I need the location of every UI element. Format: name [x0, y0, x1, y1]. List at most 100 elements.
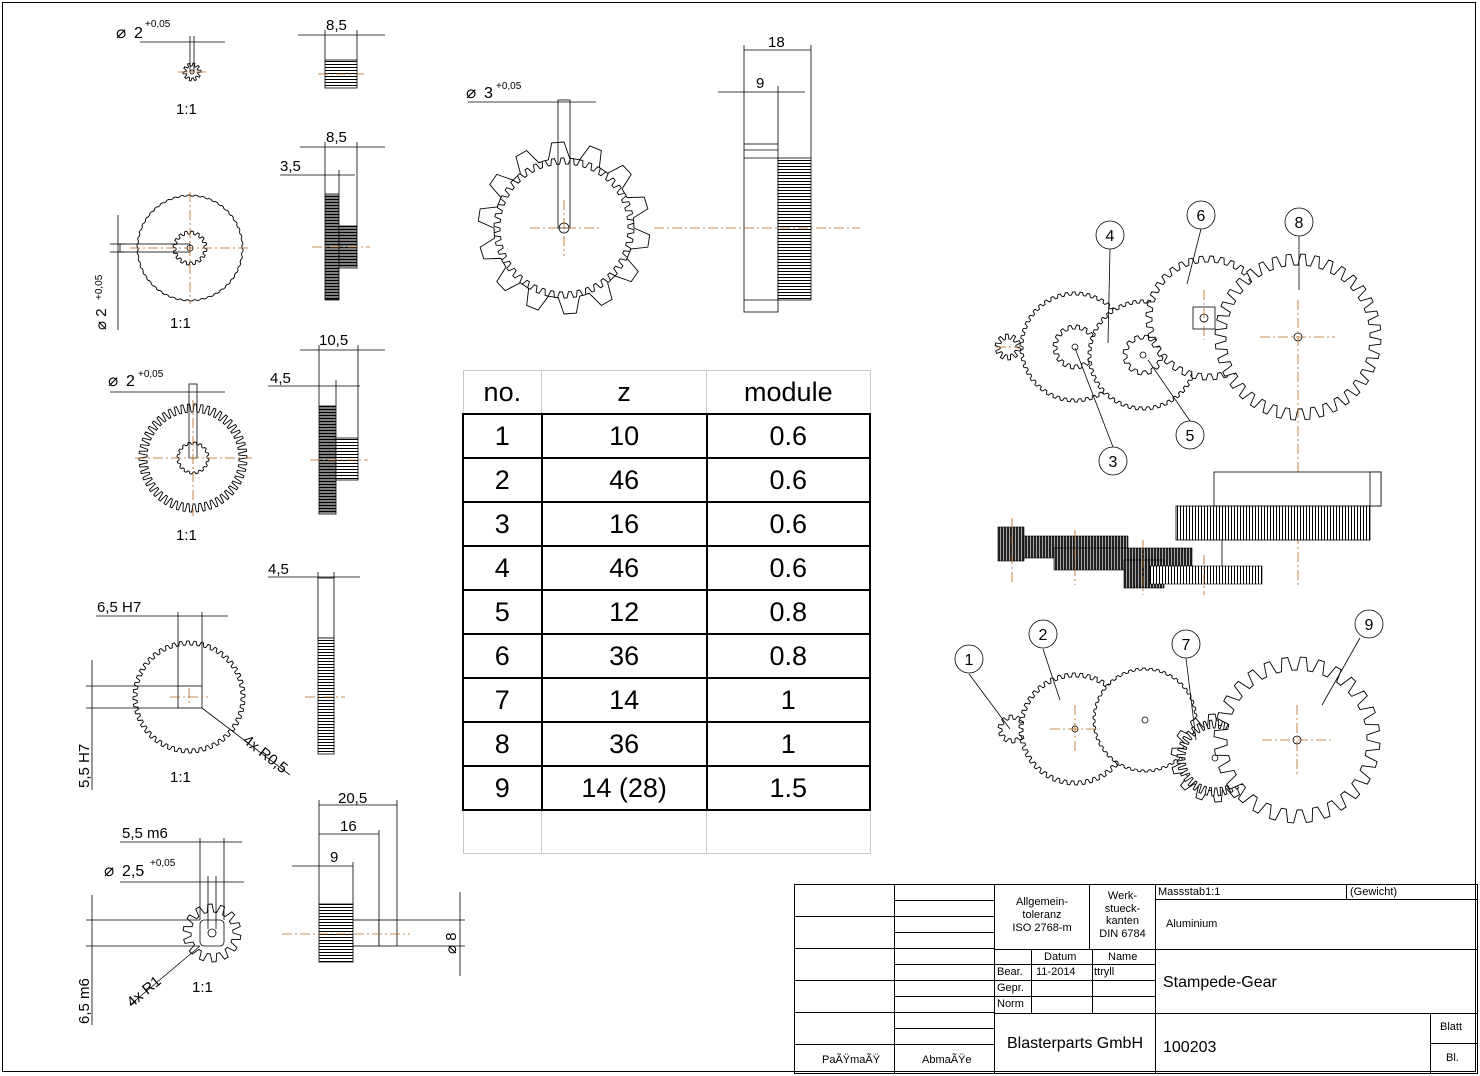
abmasse-label: AbmaÃŸe: [922, 1054, 972, 1066]
gear9-diameter-symbol: ⌀: [466, 83, 476, 102]
header-no: no.: [462, 370, 543, 415]
assembly-side-view: [997, 471, 1382, 595]
cell-z: 36: [540, 721, 708, 767]
drawing-title: Stampede-Gear: [1163, 974, 1277, 991]
gear5-scale: 1:1: [192, 979, 213, 996]
cell-module: 0.6: [705, 501, 872, 547]
table-header-row: no. z module: [462, 370, 871, 415]
gear5-dia8: ⌀ 8: [443, 932, 460, 954]
gear5-diameter-symbol: ⌀: [104, 861, 114, 880]
gear2-tolerance: +0,05: [94, 274, 105, 300]
company-name: Blasterparts GmbH: [1006, 1035, 1144, 1052]
datum-label: Datum: [1044, 951, 1077, 963]
scale-text: Massstab1:1: [1158, 886, 1221, 898]
gear5-width-16: 16: [340, 818, 357, 835]
gear4-scale: 1:1: [170, 769, 191, 786]
cell-z: 14: [540, 677, 708, 723]
gear1-side-view: 8,5: [298, 17, 385, 89]
gear5-radius: 4x R1: [124, 973, 165, 1011]
gear2-diameter: ⌀ 2: [93, 308, 110, 330]
gear2-scale: 1:1: [170, 315, 191, 332]
cell-no: 7: [462, 677, 543, 723]
gear3-front-view: ⌀ 2 +0,05 1:1: [108, 369, 252, 544]
norm-label: Norm: [997, 998, 1024, 1010]
gear5-width-9: 9: [330, 849, 338, 866]
gear3-tolerance: +0,05: [138, 369, 164, 380]
gear5-shaft: 5,5 m6: [122, 825, 168, 842]
balloons: 1 2 3 4 5 6 7 8 9: [954, 200, 1384, 741]
cell-module: 1: [705, 721, 872, 767]
author-text: ttryll: [1094, 966, 1115, 978]
gear1-diameter: 2: [134, 25, 143, 42]
cell-z: 36: [540, 633, 708, 679]
gear1-width: 8,5: [326, 17, 347, 34]
gear4-radius: 4x R0,5: [240, 732, 291, 777]
cell-module: 0.6: [705, 457, 872, 503]
gear5-diameter: 2,5: [122, 863, 144, 880]
cell-no: 8: [462, 721, 543, 767]
cell-z: 46: [540, 457, 708, 503]
balloon-1: 1: [965, 652, 974, 669]
header-module: module: [706, 370, 871, 415]
table-row-empty: [462, 809, 871, 854]
gear4-width: 4,5: [268, 561, 289, 578]
cell-module: 1.5: [705, 765, 872, 811]
gear3-width: 10,5: [319, 332, 348, 349]
material-text: Aluminium: [1166, 918, 1218, 930]
gear2-offset: 3,5: [280, 158, 301, 175]
balloon-2: 2: [1039, 627, 1048, 644]
gear3-diameter-symbol: ⌀: [108, 371, 118, 390]
gear9-width-part: 9: [756, 75, 764, 92]
cell-no: 4: [462, 545, 543, 591]
gear4-front-view: 6,5 H7 5,5 H7 4x R0,5 1:1: [76, 599, 291, 790]
gear5-width-total: 20,5: [338, 790, 367, 807]
assembly-top-view: [994, 253, 1382, 585]
bl-label: Bl.: [1446, 1052, 1459, 1064]
gear5-height: 6,5 m6: [76, 978, 93, 1024]
balloon-3: 3: [1109, 454, 1118, 471]
drawing-number: 100203: [1163, 1039, 1217, 1056]
cell-no: 5: [462, 589, 543, 635]
cell-z: 46: [540, 545, 708, 591]
cell-no: 9: [462, 765, 543, 811]
cell-no: 3: [462, 501, 543, 547]
date-text: 11-2014: [1036, 966, 1076, 978]
gear2-front-view: ⌀ 2 +0,05 1:1: [93, 192, 250, 332]
cell-no: 2: [462, 457, 543, 503]
cell-module: 1: [705, 677, 872, 723]
cell-module: 0.6: [705, 413, 872, 459]
gear4-side-view: 4,5: [268, 561, 360, 755]
gear5-side-view: 20,5 16 9 ⌀ 8: [282, 790, 465, 976]
balloon-8: 8: [1295, 215, 1304, 232]
balloon-5: 5: [1186, 428, 1195, 445]
gear5-front-view: 5,5 m6 ⌀ 2,5 +0,05 6,5 m6 4x R1 1:1: [76, 825, 244, 1025]
balloon-9: 9: [1365, 617, 1374, 634]
gepr-label: Gepr.: [997, 982, 1024, 994]
cell-no: 1: [462, 413, 543, 459]
balloon-4: 4: [1106, 228, 1115, 245]
gear4-height: 5,5 H7: [76, 744, 93, 788]
gear9-front-view: ⌀ 3 +0,05: [466, 81, 651, 315]
gear2-side-view: 8,5 3,5: [280, 129, 385, 301]
blatt-label: Blatt: [1440, 1021, 1463, 1033]
balloon-6: 6: [1197, 208, 1206, 225]
gear1-scale: 1:1: [176, 101, 197, 118]
assembly-bottom-view: [997, 656, 1381, 824]
cell-z: 16: [540, 501, 708, 547]
cell-module: 0.8: [705, 633, 872, 679]
weight-text: (Gewicht): [1350, 886, 1398, 898]
gear3-side-view: 10,5 4,5: [268, 332, 385, 515]
